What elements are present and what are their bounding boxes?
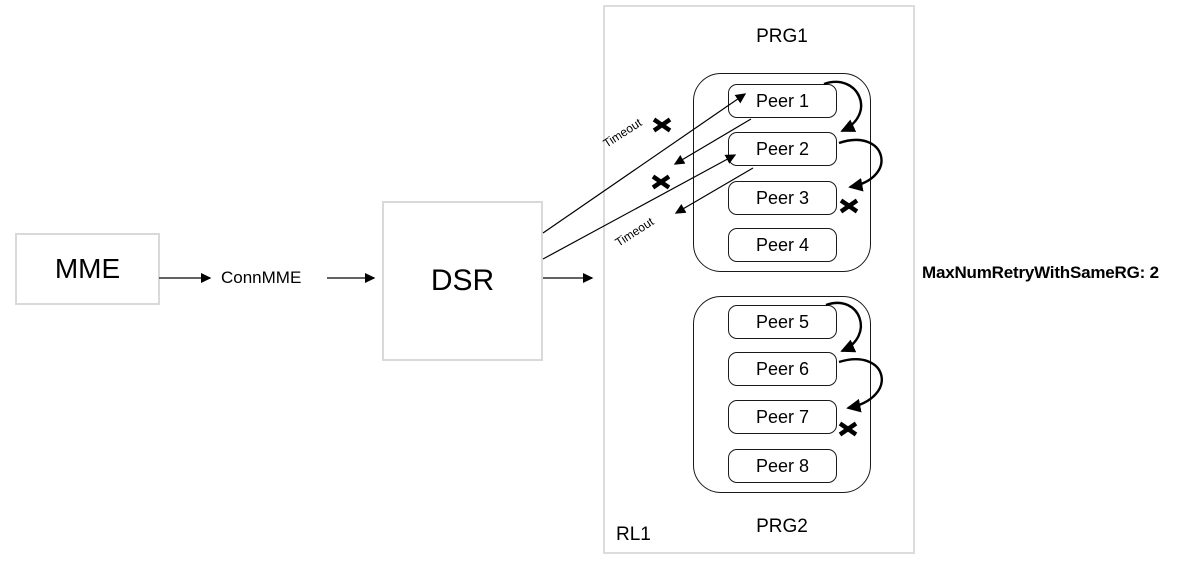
mme-label: MME [54, 253, 121, 284]
dsr-label: DSR [430, 264, 495, 297]
rl1-label: RL1 [616, 524, 651, 545]
peer-1-label: Peer 1 [755, 90, 810, 111]
peer-box-1: Peer 1 [728, 84, 837, 118]
node-dsr: DSR [382, 201, 543, 361]
peer-box-8: Peer 8 [728, 449, 837, 483]
route-list-rl1-container [603, 5, 915, 554]
peer-4-label: Peer 4 [755, 234, 810, 255]
max-retry-annotation: MaxNumRetryWithSameRG: 2 [922, 263, 1159, 282]
peer-box-4: Peer 4 [728, 228, 837, 262]
peer-6-label: Peer 6 [755, 358, 810, 379]
prg2-label: PRG2 [756, 516, 808, 537]
peer-3-label: Peer 3 [755, 187, 810, 208]
peer-2-label: Peer 2 [755, 138, 810, 159]
node-mme: MME [15, 233, 160, 305]
peer-box-5: Peer 5 [728, 305, 837, 339]
connmme-edge-label: ConnMME [221, 268, 302, 287]
prg1-label: PRG1 [756, 26, 808, 47]
peer-7-label: Peer 7 [755, 406, 810, 427]
peer-box-7: Peer 7 [728, 400, 837, 434]
peer-box-6: Peer 6 [728, 352, 837, 386]
peer-box-2: Peer 2 [728, 132, 837, 166]
peer-5-label: Peer 5 [755, 311, 810, 332]
peer-8-label: Peer 8 [755, 455, 810, 476]
peer-box-3: Peer 3 [728, 181, 837, 215]
